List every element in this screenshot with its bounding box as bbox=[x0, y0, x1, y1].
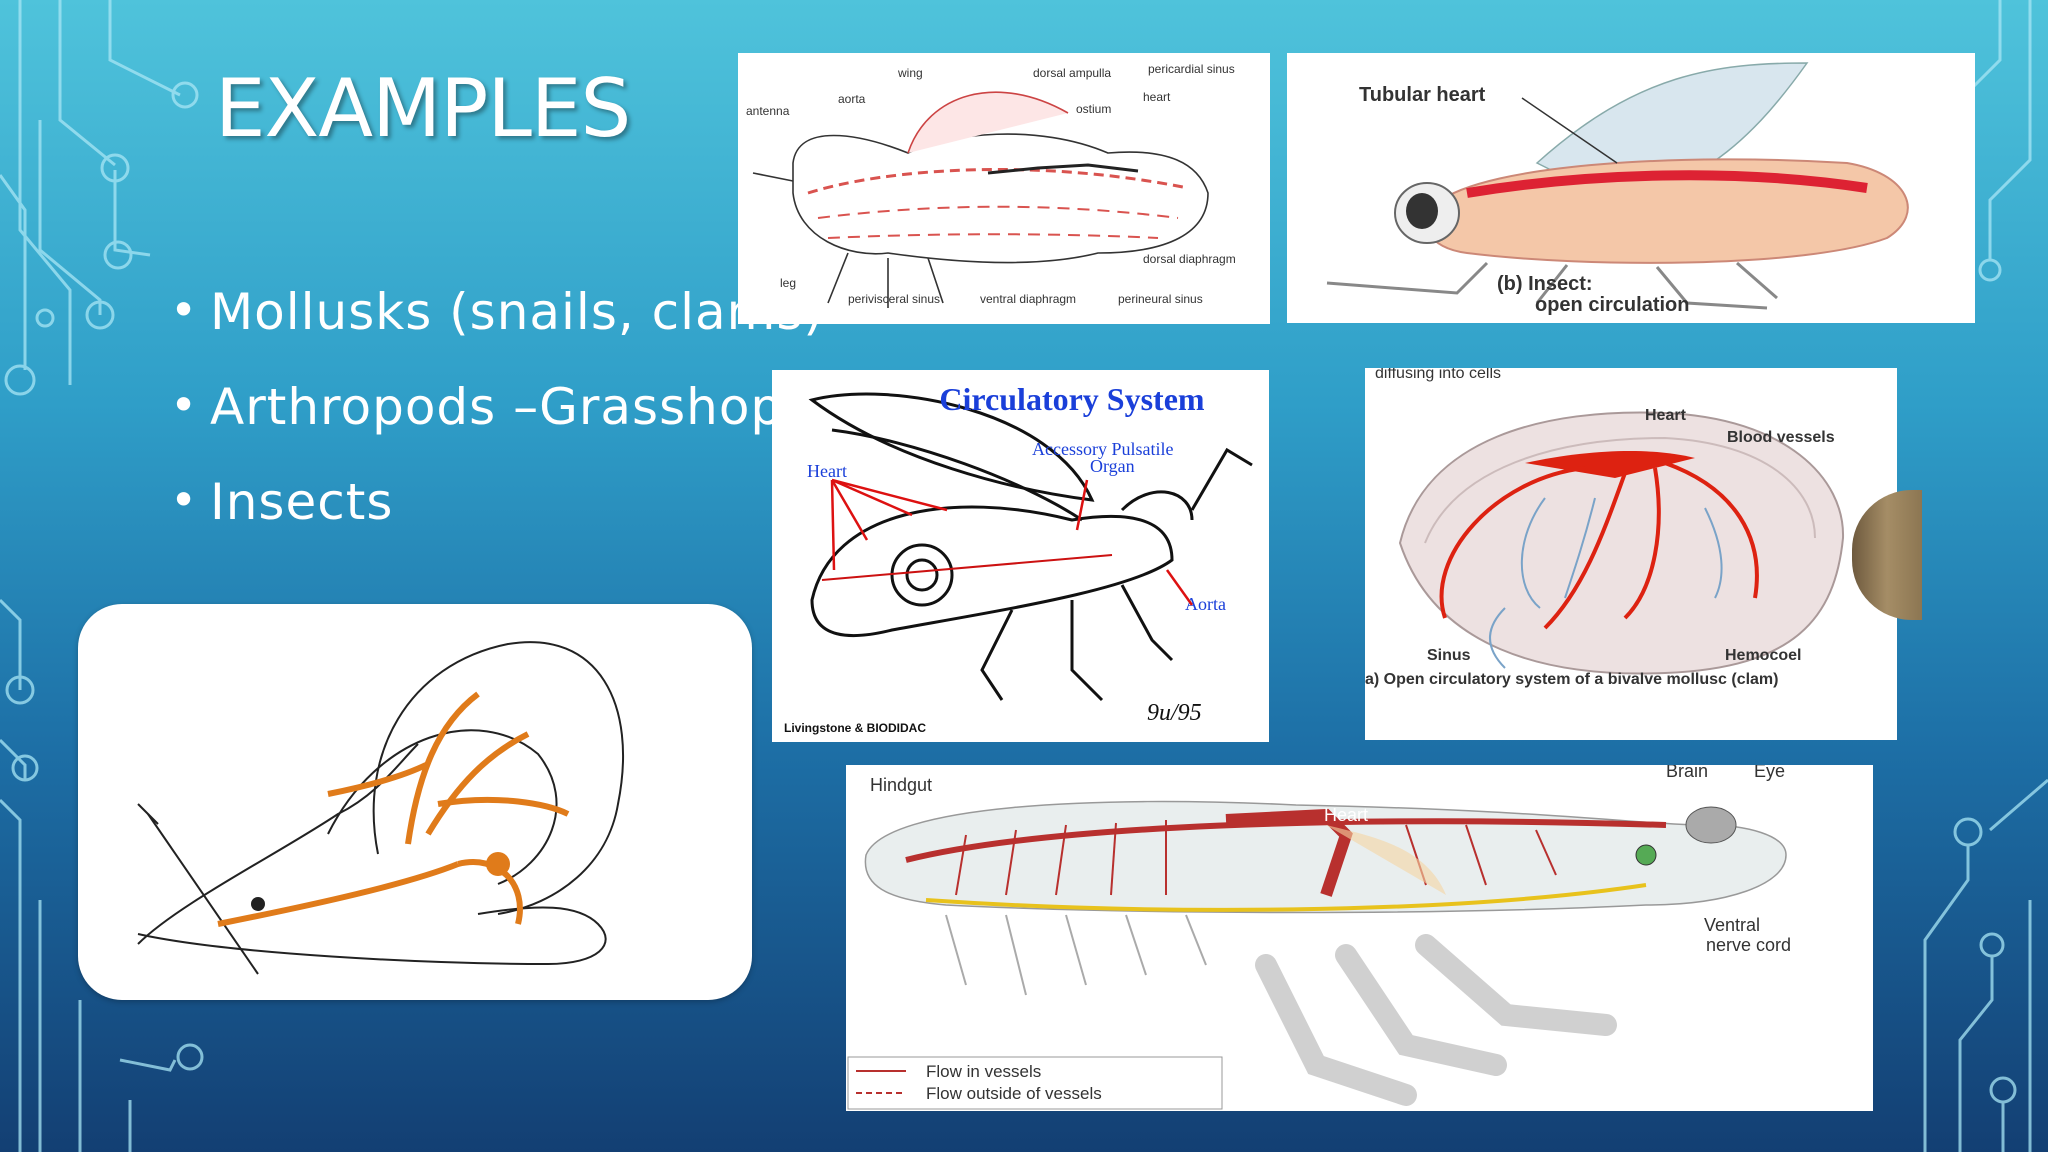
label-perivisceral-sinus: perivisceral sinus bbox=[848, 292, 940, 306]
label-dorsal-ampulla: dorsal ampulla bbox=[1033, 66, 1111, 80]
bullet-mollusks: Mollusks (snails, clams) bbox=[170, 280, 896, 377]
clam-top-text: diffusing into cells bbox=[1375, 368, 1501, 382]
bee-title: Circulatory System bbox=[939, 381, 1204, 417]
label-crayfish-heart: Heart bbox=[1324, 805, 1368, 825]
label-sinus: Sinus bbox=[1427, 647, 1471, 664]
clam-figure: diffusing into cells Heart Blood vessels… bbox=[1365, 368, 1897, 740]
legend-flow-in-vessels: Flow in vessels bbox=[926, 1062, 1041, 1081]
label-heart: heart bbox=[1143, 90, 1171, 104]
label-clam-heart: Heart bbox=[1645, 407, 1687, 424]
label-accessory-1: Accessory Pulsatile bbox=[1032, 439, 1173, 459]
label-accessory-2: Organ bbox=[1090, 456, 1135, 476]
legend-flow-outside: Flow outside of vessels bbox=[926, 1084, 1102, 1103]
label-bee-heart: Heart bbox=[807, 461, 847, 481]
slide-title: EXAMPLES bbox=[215, 62, 631, 155]
clam-caption: a) Open circulatory system of a bivalve … bbox=[1365, 671, 1778, 688]
label-perineural-sinus: perineural sinus bbox=[1118, 292, 1203, 306]
grasshopper-figure: wing dorsal ampulla pericardial sinus ao… bbox=[738, 53, 1270, 324]
label-ventral-diaphragm: ventral diaphragm bbox=[980, 292, 1076, 306]
bullet-insects: Insects bbox=[170, 470, 896, 567]
insect-caption-1: (b) Insect: bbox=[1497, 273, 1593, 295]
bee-date: 9u/95 bbox=[1147, 700, 1202, 726]
crayfish-figure: Hindgut Heart Brain Eye Ventral nerve co… bbox=[846, 765, 1873, 1111]
bullet-list: Mollusks (snails, clams) Arthropods –Gra… bbox=[170, 280, 896, 567]
label-antenna: antenna bbox=[746, 104, 790, 118]
insect-figure: Tubular heart (b) Insect: open circulati… bbox=[1287, 53, 1975, 323]
label-hindgut: Hindgut bbox=[870, 775, 932, 795]
label-hemocoel: Hemocoel bbox=[1725, 647, 1801, 664]
label-pericardial-sinus: pericardial sinus bbox=[1148, 62, 1235, 76]
label-tubular-heart: Tubular heart bbox=[1359, 84, 1486, 106]
label-nerve-cord: nerve cord bbox=[1706, 935, 1791, 955]
label-wing: wing bbox=[897, 66, 923, 80]
snail-figure bbox=[78, 604, 752, 1000]
label-leg: leg bbox=[780, 276, 796, 290]
label-bee-aorta: Aorta bbox=[1185, 594, 1226, 614]
label-ventral: Ventral bbox=[1704, 915, 1760, 935]
label-dorsal-diaphragm: dorsal diaphragm bbox=[1143, 252, 1236, 266]
crayfish-legend: Flow in vessels Flow outside of vessels bbox=[847, 1056, 1223, 1110]
insect-caption-2: open circulation bbox=[1535, 294, 1689, 316]
bee-figure: Circulatory System Accessory Pulsatile O… bbox=[772, 370, 1269, 742]
label-eye: Eye bbox=[1754, 765, 1785, 781]
bee-credit: Livingstone & BIODIDAC bbox=[784, 721, 926, 735]
label-aorta: aorta bbox=[838, 92, 866, 106]
label-blood-vessels: Blood vessels bbox=[1727, 429, 1835, 446]
label-ostium: ostium bbox=[1076, 102, 1111, 116]
label-brain: Brain bbox=[1666, 765, 1708, 781]
